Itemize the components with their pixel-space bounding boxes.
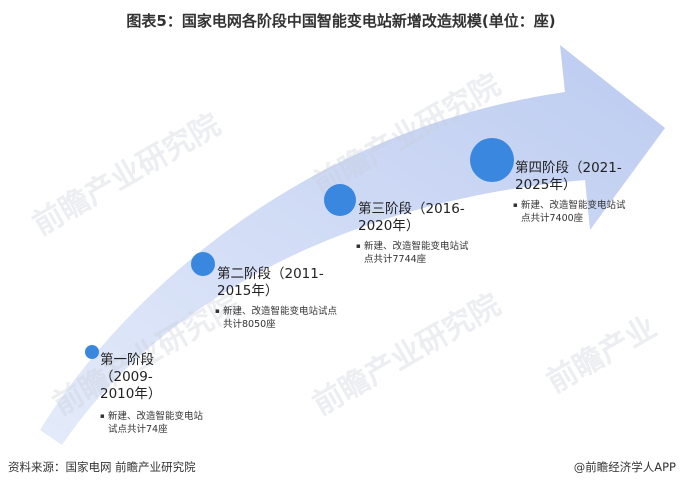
stage-3-marker <box>324 184 356 216</box>
source-note: 资料来源：国家电网 前瞻产业研究院 <box>8 460 196 474</box>
stage-1-label: 第一阶段（2009-2010年） <box>100 352 162 402</box>
stage-4-desc: 新建、改造智能变电站试点共计7400座 <box>513 199 631 225</box>
stage-4-label: 第四阶段（2021-2025年） <box>515 160 622 193</box>
stage-4-marker <box>470 138 514 182</box>
stage-1-marker <box>85 345 99 359</box>
stage-2-desc: 新建、改造智能变电站试点共计8050座 <box>215 305 343 331</box>
stage-3-desc: 新建、改造智能变电站试点共计7744座 <box>356 240 474 266</box>
stage-1-desc: 新建、改造智能变电站试点共计74座 <box>100 410 208 436</box>
stage-2-marker <box>191 252 215 276</box>
stage-3-label: 第三阶段（2016-2020年） <box>358 201 465 234</box>
stage-2-label: 第二阶段（2011-2015年） <box>217 266 324 299</box>
credit: @前瞻经济学人APP <box>573 460 676 474</box>
chart-title: 图表5：国家电网各阶段中国智能变电站新增改造规模(单位：座) <box>126 12 556 30</box>
